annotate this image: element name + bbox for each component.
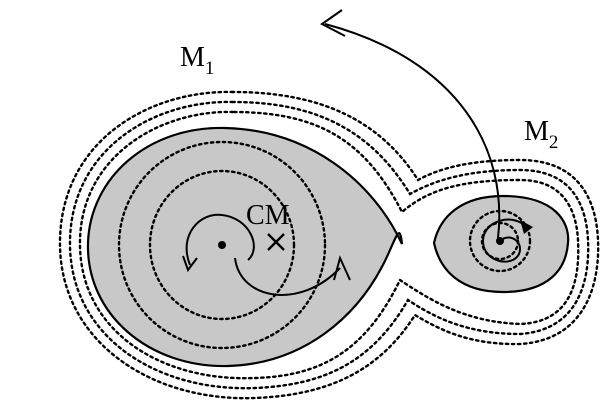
orbital-arc [324, 23, 501, 239]
label-cm: CM [246, 200, 290, 231]
outer-equipotential-1 [78, 110, 580, 380]
spiral-m1 [185, 213, 255, 266]
roche-lobe-m1 [86, 126, 404, 368]
spiral-m1-arrowhead [182, 255, 198, 273]
mass-stream-arrowhead [333, 255, 351, 281]
label-m2-sub: 2 [549, 132, 559, 153]
label-m1-main: M [180, 42, 205, 73]
orbital-arc-arrowhead [320, 9, 346, 37]
outer-equipotential-3 [58, 90, 600, 400]
spiral-m2-arrowhead [520, 220, 533, 234]
inner-contour-m1-1 [117, 140, 327, 350]
x-mark-icon [267, 233, 285, 251]
label-m1-sub: 1 [205, 58, 215, 79]
star-center-m1 [218, 241, 226, 249]
inner-contour-m1-2 [148, 169, 296, 321]
label-m2-main: M [524, 116, 549, 147]
spiral-m2 [481, 218, 528, 263]
outer-equipotential-2 [68, 100, 590, 390]
label-m1: M1 [180, 42, 214, 79]
mass-stream-arc [234, 257, 341, 296]
label-m2: M2 [524, 116, 558, 153]
